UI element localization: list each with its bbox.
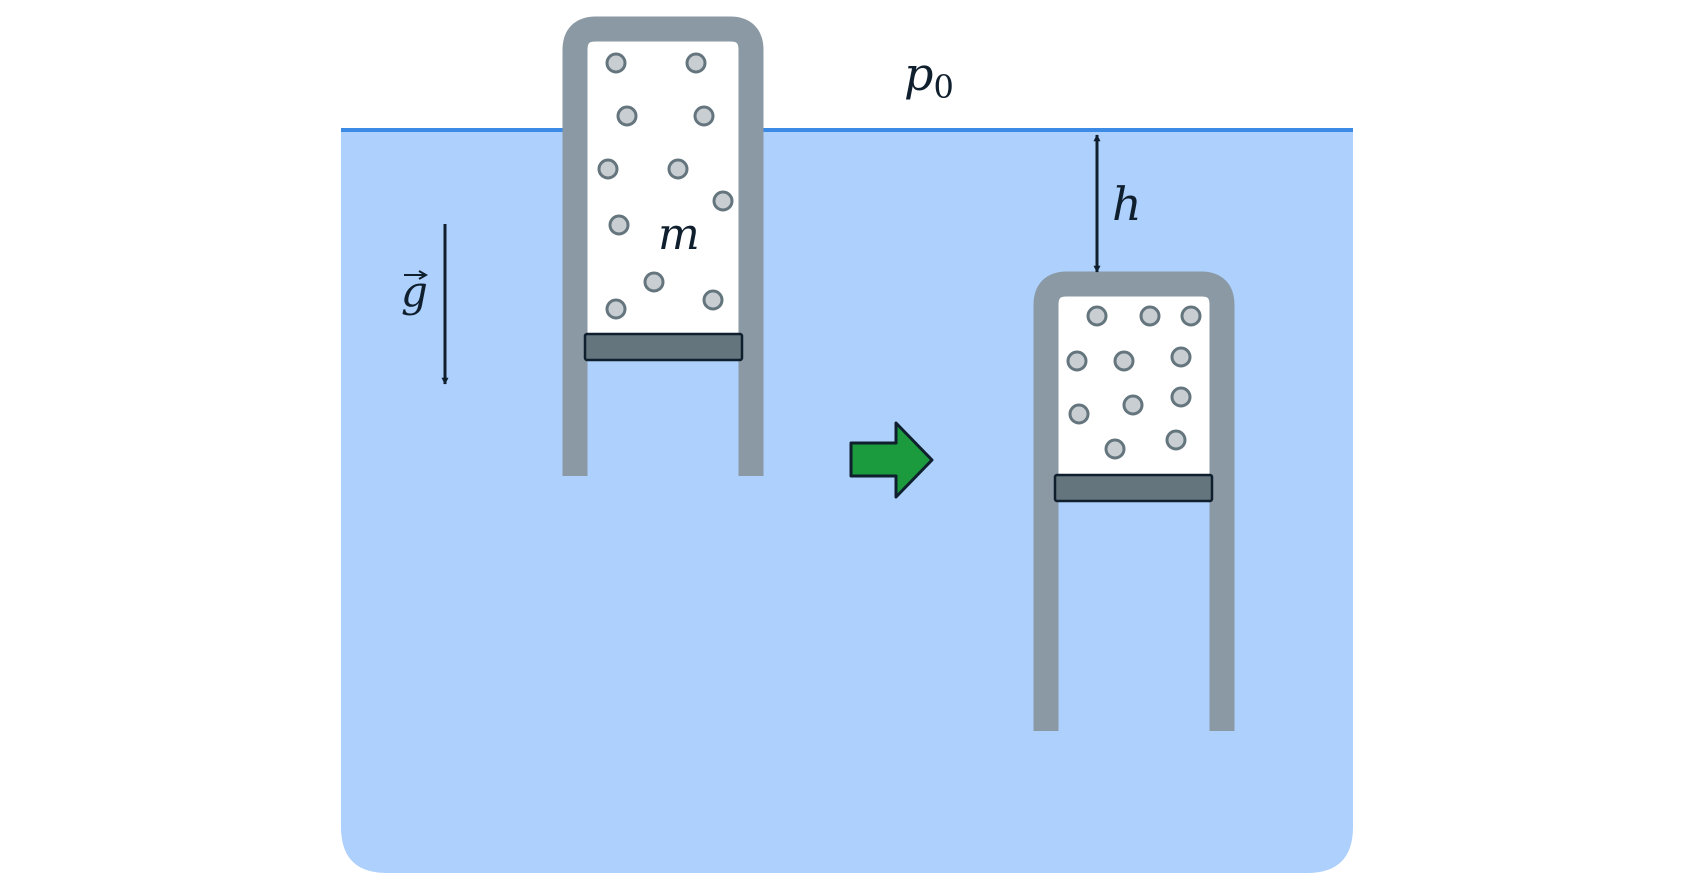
molecule xyxy=(597,158,619,180)
molecule xyxy=(1170,386,1192,408)
molecule xyxy=(605,298,627,320)
pressure-subscript: 0 xyxy=(933,68,953,106)
molecule xyxy=(702,289,724,311)
molecule xyxy=(643,271,665,293)
molecule xyxy=(685,52,707,74)
molecule xyxy=(1068,403,1090,425)
molecule xyxy=(1086,305,1108,327)
molecule xyxy=(1122,394,1144,416)
right-tube xyxy=(1033,271,1235,731)
left-tube: m xyxy=(562,16,764,476)
molecule xyxy=(1180,305,1202,327)
molecule xyxy=(693,105,715,127)
right-arrow-icon xyxy=(849,421,934,499)
right-tube-wall xyxy=(1033,271,1235,731)
left-tube-wall xyxy=(562,16,764,476)
molecule xyxy=(616,105,638,127)
depth-label: h xyxy=(1112,177,1142,231)
gravity-label: g xyxy=(401,267,429,316)
molecule xyxy=(1104,438,1126,460)
molecule xyxy=(712,190,734,212)
pressure-label: p0 xyxy=(904,47,954,106)
right-piston xyxy=(1053,473,1214,503)
pressure-symbol: p xyxy=(904,47,933,101)
molecule xyxy=(667,158,689,180)
molecule xyxy=(1139,305,1161,327)
molecule xyxy=(1113,350,1135,372)
molecule xyxy=(608,214,630,236)
left-molecules xyxy=(597,52,734,320)
molecule xyxy=(1165,429,1187,451)
right-molecules xyxy=(1066,305,1202,460)
vector-arrow-head xyxy=(418,270,429,280)
molecule xyxy=(605,52,627,74)
molecule xyxy=(1066,350,1088,372)
molecule xyxy=(1170,346,1192,368)
mass-label: m xyxy=(658,209,700,260)
left-piston xyxy=(583,332,744,362)
